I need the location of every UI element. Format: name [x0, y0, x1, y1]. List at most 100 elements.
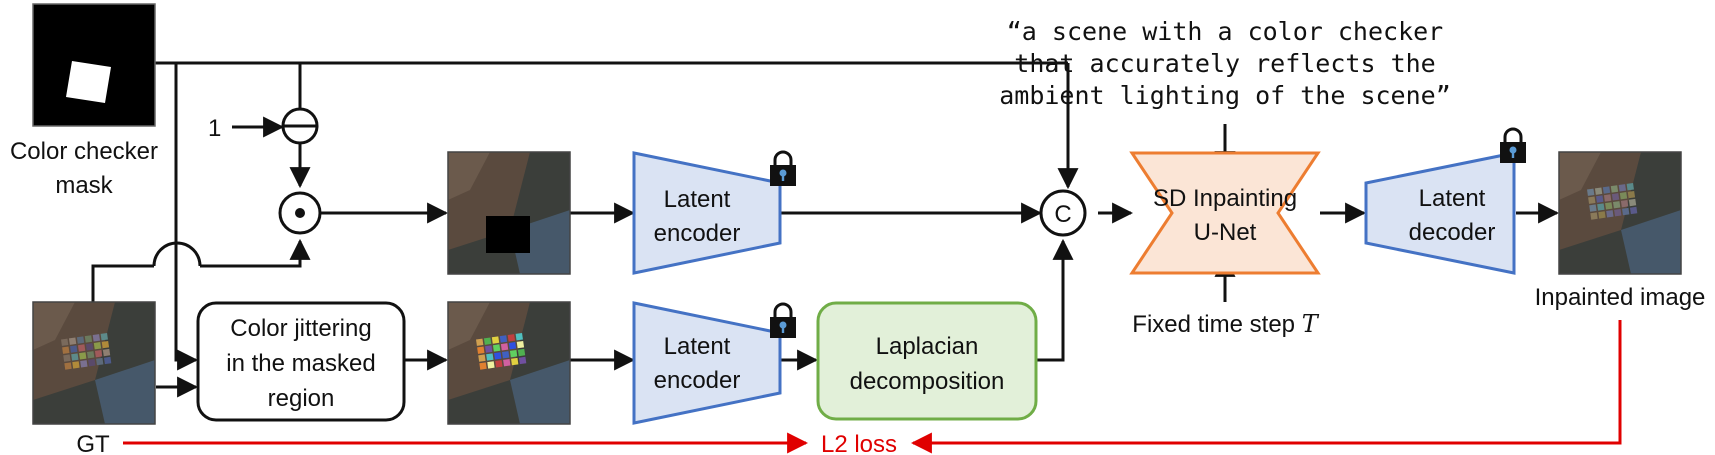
- fixed-time-var: T: [1302, 310, 1320, 338]
- checker-patch: [503, 359, 511, 367]
- jitter-label-line3: region: [268, 385, 335, 412]
- checker-patch: [1603, 194, 1612, 202]
- checker-patch: [479, 362, 487, 370]
- checker-patch: [1619, 192, 1628, 200]
- l2-loss-label: L2 loss: [821, 431, 897, 455]
- constant-one: 1: [208, 115, 221, 142]
- lock-icon: [1498, 127, 1528, 165]
- jitter-label-line2: in the masked: [226, 350, 375, 377]
- checker-patch: [76, 336, 85, 344]
- checker-patch: [1590, 212, 1598, 220]
- checker-patch: [511, 357, 519, 366]
- checker-patch: [495, 360, 503, 368]
- checker-patch: [71, 353, 79, 361]
- inpainted-image-label: Inpainted image: [1535, 284, 1706, 311]
- color-checker-mask-image: [32, 3, 156, 127]
- checker-patch: [94, 349, 103, 358]
- checker-patch: [1597, 203, 1605, 211]
- checker-patch: [1629, 206, 1638, 215]
- checker-patch: [499, 335, 508, 343]
- checker-patch: [70, 345, 78, 353]
- latent-encoder-top: Latent encoder: [632, 151, 782, 275]
- checker-patch: [1598, 211, 1606, 219]
- checker-patch: [1628, 198, 1637, 207]
- checker-patch: [88, 359, 96, 367]
- prompt-line3: ambient lighting of the scene”: [999, 81, 1451, 110]
- inpainted-image: [1558, 151, 1682, 275]
- gt-label: GT: [76, 431, 110, 455]
- decoder-label-line2: decoder: [1409, 219, 1496, 246]
- mask-label-line2: mask: [55, 172, 113, 199]
- checker-patch: [84, 335, 93, 343]
- checker-patch: [64, 362, 72, 370]
- checker-patch: [80, 360, 88, 368]
- checker-patch: [1587, 188, 1595, 196]
- checker-patch: [487, 361, 495, 369]
- jittered-image: [447, 301, 571, 425]
- checker-patch: [491, 336, 500, 344]
- lock-icon: [768, 150, 798, 188]
- checker-patch: [102, 348, 111, 357]
- checker-patch: [1614, 209, 1622, 217]
- checker-patch: [515, 333, 523, 341]
- checker-patch: [1594, 187, 1603, 195]
- checker-patch: [87, 351, 95, 359]
- encoder-top-label-line2: encoder: [654, 220, 741, 247]
- unet-label-line1: SD Inpainting: [1153, 185, 1297, 212]
- checker-patch: [477, 346, 485, 354]
- checker-patch: [508, 342, 517, 350]
- checker-patch: [1626, 183, 1634, 191]
- checker-patch: [68, 337, 77, 345]
- prompt-line1: “a scene with a color checker: [1007, 17, 1444, 46]
- checker-patch: [92, 334, 101, 342]
- checker-patch: [93, 342, 102, 350]
- lock-icon: [768, 302, 798, 340]
- checker-patch: [1605, 202, 1613, 210]
- checker-patch: [1622, 207, 1630, 216]
- checker-patch: [509, 349, 518, 358]
- checker-patch: [62, 346, 70, 354]
- jittered-checker: [476, 333, 527, 370]
- checker-patch: [61, 338, 69, 346]
- checker-patch: [79, 352, 87, 360]
- checker-patch: [502, 351, 510, 359]
- unet-label-line2: U-Net: [1194, 219, 1257, 246]
- prompt-line2: that accurately reflects the: [1014, 49, 1435, 78]
- checker-patch: [492, 344, 501, 352]
- sd-inpainting-unet: SD Inpainting U-Net: [1129, 151, 1321, 275]
- loss-connections: [123, 320, 1622, 454]
- encoder-bottom-label-line1: Latent: [664, 333, 731, 360]
- checker-patch: [101, 340, 110, 349]
- decoder-label-line1: Latent: [1419, 185, 1486, 212]
- color-jittering-box: Color jittering in the masked region: [196, 301, 406, 422]
- concat-operator-icon: C: [1039, 189, 1087, 237]
- latent-encoder-bottom: Latent encoder: [632, 301, 782, 425]
- concat-label: C: [1054, 201, 1071, 228]
- checker-patch: [1613, 201, 1621, 209]
- checker-patch: [1596, 195, 1604, 203]
- checker-patch: [1611, 193, 1620, 201]
- mask-label-line1: Color checker: [10, 138, 158, 165]
- laplacian-label-line1: Laplacian: [876, 333, 979, 360]
- checker-patch: [517, 348, 526, 357]
- checker-patch: [516, 340, 525, 349]
- laplacian-box: Laplacian decomposition: [816, 301, 1038, 421]
- checker-patch: [476, 338, 484, 346]
- laplacian-label-line2: decomposition: [850, 368, 1005, 395]
- checker-patch: [72, 361, 80, 369]
- masked-image: [447, 151, 571, 275]
- gt-checker: [61, 333, 112, 370]
- checker-patch: [507, 334, 516, 342]
- inpainted-checker: [1587, 183, 1638, 220]
- checker-patch: [100, 333, 108, 341]
- checker-patch: [96, 357, 104, 366]
- connections: [91, 61, 1560, 398]
- checker-patch: [1610, 185, 1619, 193]
- checker-patch: [485, 345, 493, 353]
- checker-patch: [103, 356, 112, 365]
- checker-patch: [494, 352, 502, 360]
- checker-patch: [1618, 184, 1627, 192]
- checker-patch: [478, 354, 486, 362]
- fixed-time-step-label: Fixed time step T: [1132, 310, 1319, 338]
- checker-patch: [500, 343, 509, 351]
